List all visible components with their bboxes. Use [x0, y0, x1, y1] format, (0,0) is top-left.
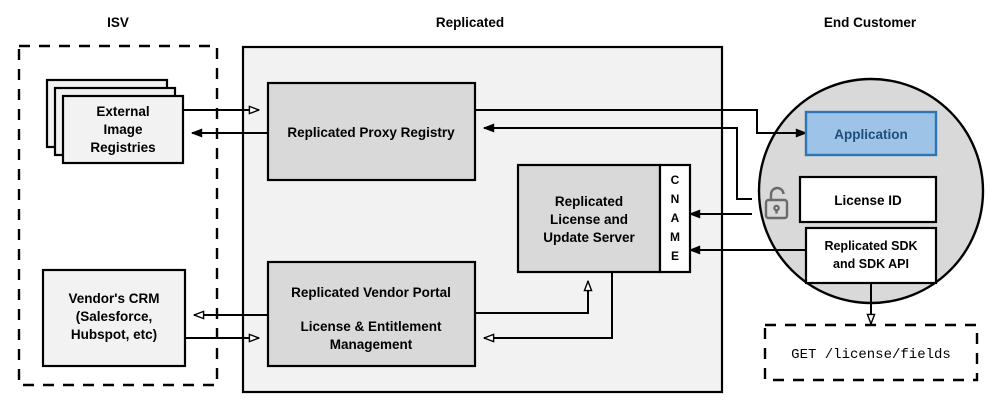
vendor-portal-label-1: Replicated Vendor Portal [291, 285, 451, 300]
license-update-server-label-1: Replicated [555, 194, 623, 209]
node-license-id[interactable]: License ID [798, 175, 938, 224]
connector-proxy-to-application [475, 109, 806, 133]
node-replicated-proxy-registry[interactable]: Replicated Proxy Registry [266, 81, 477, 182]
cname-letter-3: A [671, 211, 680, 225]
vendor-crm-label-2: (Salesforce, [76, 309, 153, 324]
group-title-end-customer: End Customer [824, 15, 917, 30]
cname-letter-2: N [671, 192, 680, 206]
zone-isv [17, 44, 219, 387]
connector-portal-to-license-server [475, 281, 588, 314]
connector-license-server-to-portal [484, 272, 613, 338]
external-registries-label-2: Image [103, 122, 143, 137]
group-title-replicated: Replicated [436, 15, 504, 30]
node-external-image-registries[interactable]: External Image Registries [45, 78, 185, 165]
vendor-portal-label-2: License & Entitlement [300, 319, 442, 334]
external-registries-label-3: Registries [90, 140, 155, 155]
group-title-isv: ISV [107, 15, 129, 30]
cname-letter-1: C [671, 173, 680, 187]
vendor-crm-box [41, 268, 187, 368]
unlocked-padlock-icon [764, 186, 789, 220]
proxy-registry-label: Replicated Proxy Registry [287, 125, 455, 140]
proxy-registry-box [266, 81, 477, 182]
license-update-server-label-3: Update Server [543, 230, 635, 245]
license-update-server-label-2: License and [550, 212, 628, 227]
cname-letter-4: M [670, 230, 680, 244]
replicated-sdk-box [804, 226, 938, 285]
connector-layer [183, 110, 871, 338]
node-replicated-vendor-portal[interactable]: Replicated Vendor Portal License & Entit… [266, 260, 477, 368]
node-application[interactable]: Application [804, 110, 938, 157]
license-id-label: License ID [834, 193, 902, 208]
replicated-sdk-label-1: Replicated SDK [824, 239, 917, 253]
license-update-server-box [516, 163, 662, 274]
application-label: Application [834, 127, 908, 142]
replicated-sdk-label-2: and SDK API [833, 257, 909, 271]
stack-layer-front [61, 94, 185, 165]
node-cname-strip[interactable]: C N A M E [658, 163, 692, 274]
node-license-update-server[interactable]: Replicated License and Update Server [516, 163, 662, 274]
cname-box [658, 163, 692, 274]
vendor-portal-box [266, 260, 477, 368]
node-api-call[interactable]: GET /license/fields [763, 323, 979, 382]
node-replicated-sdk[interactable]: Replicated SDK and SDK API [804, 226, 938, 285]
vendor-portal-label-3: Management [330, 337, 413, 352]
api-call-box [763, 323, 979, 382]
vendor-crm-label-3: Hubspot, etc) [71, 327, 157, 342]
license-id-box [798, 175, 938, 224]
application-box [804, 110, 938, 157]
node-vendor-crm[interactable]: Vendor's CRM (Salesforce, Hubspot, etc) [41, 268, 187, 368]
vendor-crm-label-1: Vendor's CRM [69, 291, 160, 306]
connector-licenseid-to-proxy [484, 128, 752, 200]
external-registries-label-1: External [96, 104, 149, 119]
cname-letter-5: E [671, 249, 679, 263]
api-call-label: GET /license/fields [791, 347, 951, 363]
